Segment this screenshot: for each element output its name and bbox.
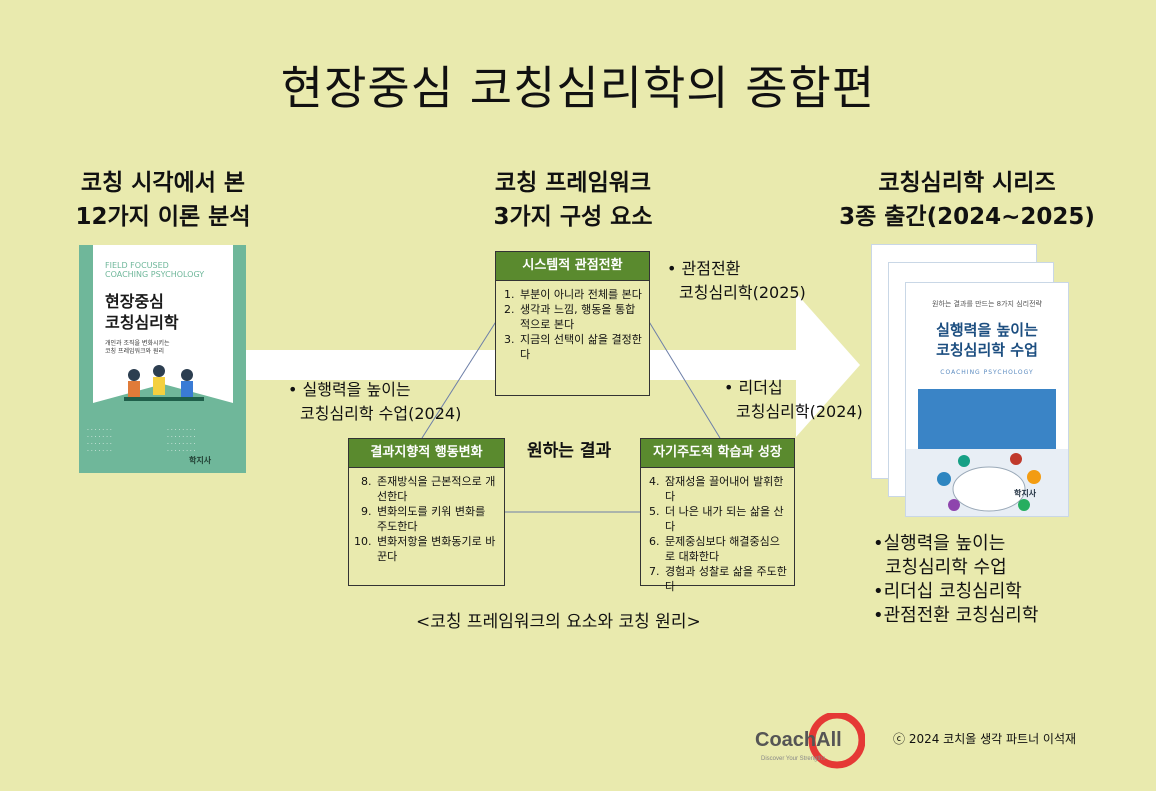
label-leadership-book: • 리더십 코칭심리학(2024) [724, 376, 863, 424]
label-leadership-line2: 코칭심리학(2024) [736, 402, 863, 421]
left-heading-line2: 12가지 이론 분석 [75, 204, 251, 230]
book-right-quote-box [918, 389, 1056, 449]
label-perspective-line1: • 관점전환 [667, 259, 741, 278]
label-execution-line1: • 실행력을 높이는 [288, 380, 411, 399]
box-self-directed-header: 자기주도적 학습과 성장 [641, 439, 794, 468]
label-execution-line2: 코칭심리학 수업(2024) [300, 404, 462, 423]
book-publisher: 학지사 [189, 456, 212, 465]
book-en-title-line2: COACHING PSYCHOLOGY [105, 270, 205, 279]
book-cover-white-band [93, 245, 233, 403]
book-subtitle-line2: 코칭 프레임워크와 원리 [105, 348, 165, 355]
book-cover-blurb: · · · · · · ·· · · · · · ·· · · · · · ··… [87, 427, 112, 455]
series-item-1: •실행력을 높이는 [873, 533, 1006, 554]
coachall-logo-mark: CoachAll Discover Your Strengths [755, 711, 866, 769]
mid-heading-line1: 코칭 프레임워크 [494, 170, 652, 196]
label-execution-book: • 실행력을 높이는 코칭심리학 수업(2024) [288, 378, 461, 426]
box-systemic-list: 부분이 아니라 전체를 본다 생각과 느낌, 행동을 통합적으로 본다 지금의 … [496, 281, 649, 366]
box-self-directed: 자기주도적 학습과 성장 잠재성을 끌어내어 발휘한다 더 나은 내가 되는 삶… [640, 438, 795, 593]
page-title: 현장중심 코칭심리학의 종합편 [280, 61, 876, 115]
list-item: 더 나은 내가 되는 삶을 산다 [663, 504, 788, 534]
series-item-2: •리더십 코칭심리학 [873, 581, 1022, 602]
left-heading-line1: 코칭 시각에서 본 [80, 170, 246, 196]
list-item: 존재방식을 근본적으로 개선한다 [375, 474, 498, 504]
left-heading: 코칭 시각에서 본 12가지 이론 분석 [50, 166, 276, 234]
book-illustration [124, 365, 204, 401]
book-subtitle: 개인과 조직을 변화시키는 코칭 프레임워크와 원리 [105, 340, 170, 356]
label-perspective-line2: 코칭심리학(2025) [679, 283, 806, 302]
coachall-logo-tagline: Discover Your Strengths [761, 756, 825, 762]
book-title-line2: 코칭심리학 [105, 313, 179, 332]
label-perspective-book: • 관점전환 코칭심리학(2025) [667, 257, 806, 305]
book-right-title1: 실행력을 높이는 [936, 321, 1038, 339]
book-en-title-line1: FIELD FOCUSED [105, 261, 169, 270]
book-right-en: COACHING PSYCHOLOGY [940, 369, 1034, 376]
series-item-3: •관점전환 코칭심리학 [873, 605, 1039, 626]
list-item: 변화저항을 변화동기로 바꾼다 [375, 534, 498, 564]
list-item: 변화의도를 키워 변화를 주도한다 [375, 504, 498, 534]
right-heading-line2: 3종 출간(2024~2025) [839, 204, 1095, 230]
progress-arrow-head [796, 293, 860, 437]
list-item: 경험과 성찰로 삶을 주도한다 [663, 564, 788, 594]
book-right-illustration [937, 453, 1041, 512]
label-leadership-line1: • 리더십 [724, 378, 783, 397]
series-item-1-cont: 코칭심리학 수업 [885, 557, 1007, 578]
box-systemic-header: 시스템적 관점전환 [496, 252, 649, 281]
list-item: 잠재성을 끌어내어 발휘한다 [663, 474, 788, 504]
book-right-publisher: 학지사 [1014, 489, 1037, 498]
box-result-header: 결과지향적 행동변화 [349, 439, 504, 468]
right-heading-line1: 코칭심리학 시리즈 [878, 170, 1056, 196]
mid-heading: 코칭 프레임워크 3가지 구성 요소 [450, 166, 696, 234]
framework-caption: <코칭 프레임워크의 요소와 코칭 원리> [416, 612, 701, 632]
coachall-logo: CoachAll Discover Your Strengths [755, 711, 866, 775]
right-heading: 코칭심리학 시리즈 3종 출간(2024~2025) [830, 166, 1104, 234]
book-subtitle-line1: 개인과 조직을 변화시키는 [105, 340, 170, 347]
book-cover-recommend: · · · · · · · ·· · · · · · · ·· · · · · … [167, 427, 196, 455]
box-result-oriented: 결과지향적 행동변화 존재방식을 근본적으로 개선한다 변화의도를 키워 변화를… [348, 438, 505, 586]
list-item: 부분이 아니라 전체를 본다 [518, 287, 643, 302]
book-cover-execution: 원하는 결과를 만드는 8가지 심리전략 실행력을 높이는 코칭심리학 수업 C… [905, 282, 1069, 517]
book-title-line1: 현장중심 [105, 292, 164, 311]
book-right-tagline: 원하는 결과를 만드는 8가지 심리전략 [932, 300, 1042, 308]
list-item: 지금의 선택이 삶을 결정한다 [518, 332, 643, 362]
mid-heading-line2: 3가지 구성 요소 [493, 204, 653, 230]
list-item: 생각과 느낌, 행동을 통합적으로 본다 [518, 302, 643, 332]
coachall-logo-text: CoachAll [755, 729, 842, 751]
desired-result-label: 원하는 결과 [527, 441, 612, 461]
box-self-directed-list: 잠재성을 끌어내어 발휘한다 더 나은 내가 되는 삶을 산다 문제중심보다 해… [641, 468, 794, 598]
book-title: 현장중심 코칭심리학 [105, 291, 179, 333]
copyright-text: ⓒ 2024 코치올 생각 파트너 이석재 [893, 732, 1077, 746]
book-right-title2: 코칭심리학 수업 [936, 341, 1038, 359]
series-list: •실행력을 높이는 코칭심리학 수업 •리더십 코칭심리학 •관점전환 코칭심리… [873, 532, 1038, 628]
box-systemic-perspective: 시스템적 관점전환 부분이 아니라 전체를 본다 생각과 느낌, 행동을 통합적… [495, 251, 650, 396]
box-result-list: 존재방식을 근본적으로 개선한다 변화의도를 키워 변화를 주도한다 변화저항을… [349, 468, 504, 568]
book-cover-field-coaching: FIELD FOCUSED COACHING PSYCHOLOGY 현장중심 코… [79, 245, 246, 473]
list-item: 문제중심보다 해결중심으로 대화한다 [663, 534, 788, 564]
